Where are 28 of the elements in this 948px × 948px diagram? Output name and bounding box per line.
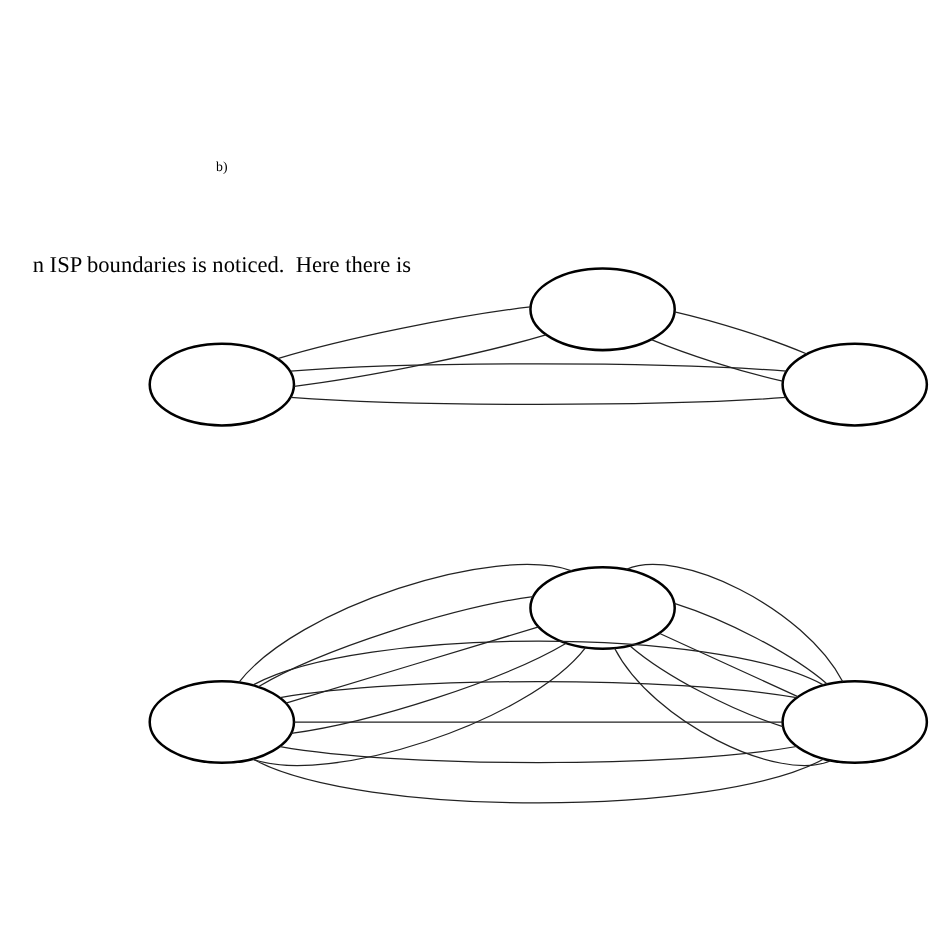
connector (629, 645, 784, 728)
connector (625, 563, 844, 683)
node-cloud (148, 680, 296, 765)
connector (252, 758, 825, 804)
connector (293, 334, 547, 387)
connector (252, 640, 825, 686)
connector (650, 338, 784, 382)
node-cloud (529, 565, 676, 650)
connector (613, 647, 832, 766)
connector (277, 306, 531, 360)
connector (285, 626, 540, 704)
connector (673, 602, 829, 685)
connector (279, 681, 798, 699)
node-cloud (781, 680, 929, 765)
node-cloud (148, 342, 296, 427)
connector (252, 646, 587, 767)
connector (293, 721, 783, 723)
label: n ISP boundaries is noticed. Here there is (32, 254, 411, 279)
connector (658, 632, 799, 698)
connector (289, 396, 787, 405)
connector (290, 642, 567, 735)
connector (289, 363, 788, 372)
node-cloud (529, 267, 676, 352)
node-cloud (781, 342, 929, 427)
connector (257, 595, 534, 688)
connector (279, 745, 798, 764)
connector (238, 563, 573, 683)
connector (674, 311, 808, 355)
